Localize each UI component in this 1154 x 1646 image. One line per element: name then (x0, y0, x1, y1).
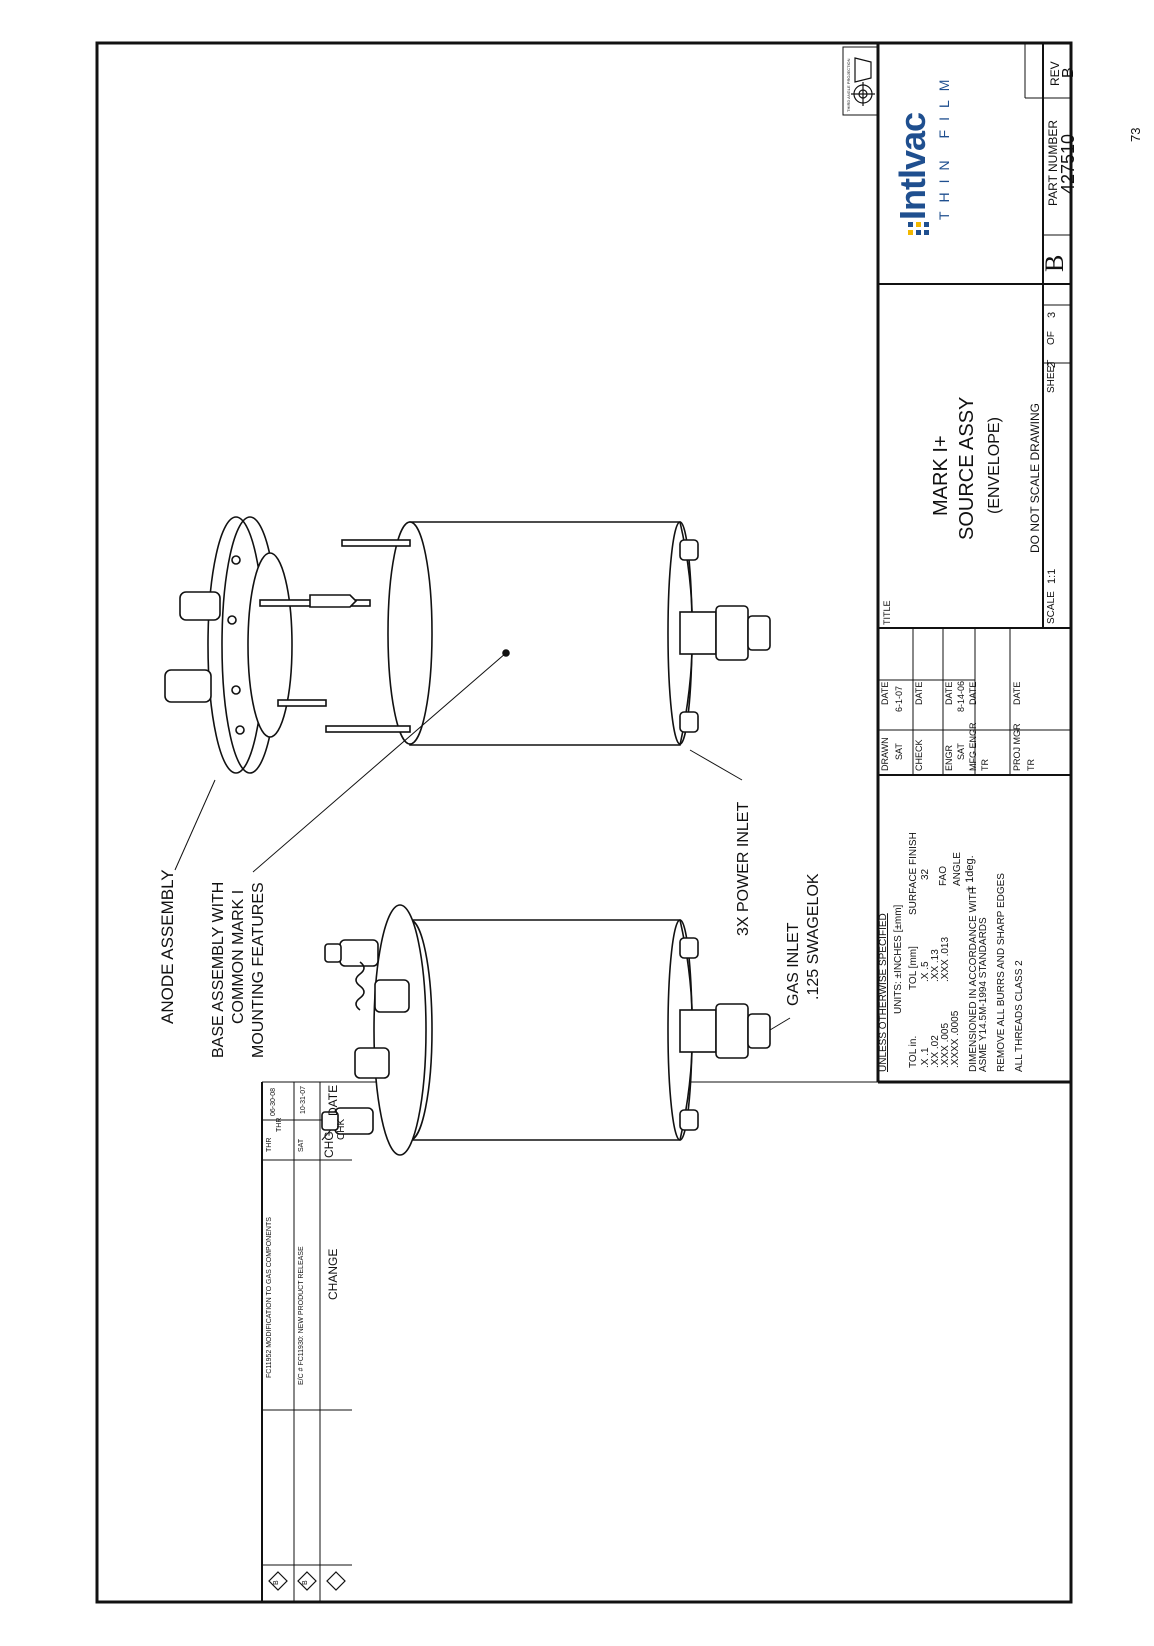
callout-gas-inlet: GAS INLET (785, 922, 802, 1006)
drawn-date-label: DATE (880, 681, 890, 705)
revision-row-2-change: E/C # FC11930: NEW PRODUCT RELEASE (298, 1246, 305, 1385)
projection-label: THIRD ANGLE PROJECTION (846, 58, 851, 112)
company-logo: Intlvac (892, 112, 933, 220)
scale-label: SCALE (1046, 591, 1057, 624)
burrs-note: REMOVE ALL BURRS AND SHARP EDGES (996, 873, 1007, 1072)
callout-base-assembly-line3: MOUNTING FEATURES (250, 882, 267, 1058)
tol-row-3-mm: .XXX .013 (940, 936, 951, 982)
revision-row-2-by: SAT (298, 1138, 305, 1152)
proj-label: PROJ MGR (1012, 723, 1022, 771)
tolerance-in-label: TOL in. (908, 1035, 919, 1068)
revision-row-1-rev: B (273, 1580, 280, 1585)
part-number: 427510 (1058, 133, 1078, 194)
revision-row-2-rev: B (302, 1580, 309, 1585)
threads-note: ALL THREADS CLASS 2 (1014, 960, 1025, 1072)
tol-row-4-in: .XXXX .0005 (950, 1010, 961, 1068)
title-label: TITLE (882, 600, 892, 625)
revision-header-date: DATE (326, 1084, 340, 1116)
mfg-by: TR (980, 759, 990, 771)
title-block-frame (842, 43, 1071, 1084)
surface-finish-note: FAO (938, 865, 949, 886)
engr-date-label: DATE (944, 681, 954, 705)
scale-value: 1:1 (1046, 568, 1058, 584)
logo-dots (908, 222, 929, 235)
engr-by: SAT (956, 743, 966, 760)
revision-header-chg: CHG (322, 1131, 336, 1158)
of-label: OF (1046, 331, 1057, 345)
callout-base-assembly-line2: COMMON MARK I (230, 889, 247, 1024)
envelope-cylinder-drawing (325, 521, 771, 746)
check-date-label: DATE (914, 681, 924, 705)
angle-label: ANGLE (952, 852, 963, 886)
revision-row-1-change: FC11952 MODIFICATION TO GAS COMPONENTS (266, 1217, 273, 1378)
drawn-date: 6-1-07 (894, 685, 904, 712)
company-tagline: THIN FILM (936, 70, 952, 220)
revision-diamonds (268, 1571, 346, 1591)
callout-base-assembly-line1: BASE ASSEMBLY WITH (210, 881, 227, 1058)
check-label: CHECK (914, 739, 924, 771)
revision-header-change: CHANGE (326, 1248, 340, 1300)
rev-value: B (1060, 67, 1077, 78)
callout-power-inlet: 3X POWER INLET (735, 801, 752, 936)
callout-gas-inlet-swagelok: .125 SWAGELOK (805, 873, 822, 1000)
surface-finish-value: 32 (920, 868, 931, 880)
surface-finish-label: SURFACE FINISH (908, 832, 919, 915)
page-number: 73 (1128, 127, 1143, 142)
sheet-value: 2 (1046, 361, 1058, 368)
callout-anode-assembly: ANODE ASSEMBLY (158, 869, 177, 1024)
third-angle-projection-icon (851, 57, 875, 106)
of-value: 3 (1046, 311, 1058, 318)
mfg-label: MFG ENGR (968, 722, 978, 772)
proj-date-label: DATE (1012, 681, 1022, 705)
anode-assembly-drawing (164, 516, 371, 774)
drawing-border (95, 41, 1073, 1604)
revision-block-frame (261, 1081, 1071, 1602)
engr-date: 8-14-06 (956, 680, 966, 712)
proj-by: TR (1026, 759, 1036, 771)
base-assembly-drawing (321, 904, 771, 1156)
drawn-label: DRAWN (880, 737, 890, 771)
revision-row-2-date: 10-31-07 (300, 1085, 307, 1114)
revision-header-chk: CHK (336, 1118, 347, 1140)
revision-row-1-chk: THR (276, 1117, 283, 1132)
drawing-size: B (1040, 254, 1069, 272)
dimensioned-note-2: ASME Y14.5M-1994 STANDARDS (978, 917, 989, 1072)
do-not-scale-note: DO NOT SCALE DRAWING (1028, 402, 1042, 553)
engr-label: ENGR (944, 744, 954, 771)
tolerance-units: UNITS: ±INCHES [±mm] (893, 904, 904, 1014)
drawing-title-line3: (ENVELOPE) (986, 417, 1003, 514)
tolerance-header: UNLESS OTHERWISE SPECIFIED (878, 913, 889, 1072)
revision-row-1-by: THR (266, 1137, 273, 1152)
drawn-by: SAT (894, 743, 904, 760)
drawing-title-line2: SOURCE ASSY (956, 396, 978, 540)
revision-row-1-date: 06-30-08 (270, 1087, 277, 1116)
callout-leader-lines (174, 652, 791, 1031)
drawing-title-line1: MARK I+ (930, 435, 952, 516)
tolerance-mm-label: TOL [mm] (908, 946, 919, 990)
mfg-date-label: DATE (968, 681, 978, 705)
